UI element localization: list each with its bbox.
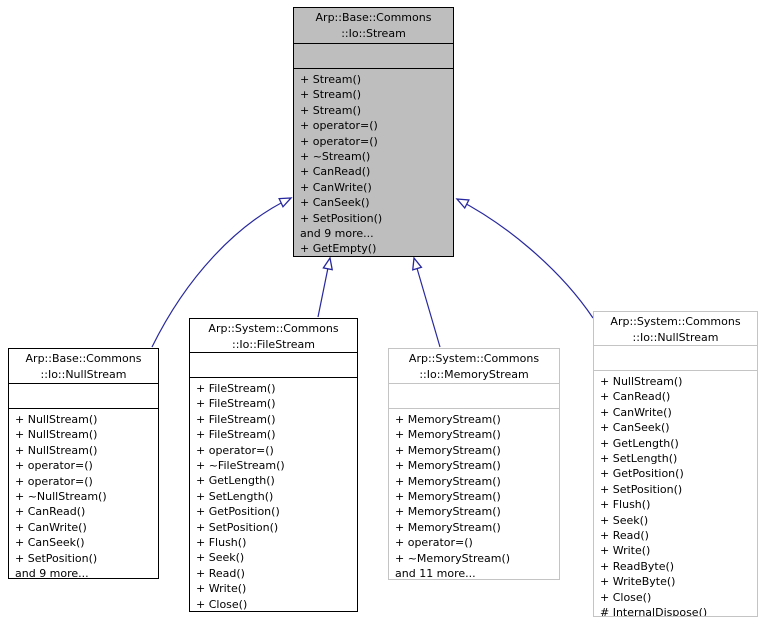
method-line: + ~NullStream() [15, 490, 107, 504]
method-line: + Close() [600, 590, 652, 604]
class-methods: + FileStream()+ FileStream()+ FileStream… [190, 378, 357, 611]
method-line: + operator=() [300, 119, 378, 133]
method-line: + WriteByte() [600, 575, 676, 589]
method-line: + Flush() [196, 536, 247, 550]
class-node-stream[interactable]: Arp::Base::Commons ::Io::Stream + Stream… [293, 7, 454, 257]
inheritance-arrow-nullstream-system [455, 198, 594, 319]
class-title: Arp::System::Commons ::Io::MemoryStream [389, 349, 559, 384]
method-line: + SetPosition() [600, 482, 683, 496]
method-line: + Read() [600, 529, 649, 543]
method-line: + ~MemoryStream() [395, 551, 511, 565]
method-line: + FileStream() [196, 428, 276, 442]
method-line: + Stream() [300, 103, 362, 117]
class-methods: + NullStream()+ NullStream()+ NullStream… [9, 409, 158, 579]
method-line: + SetLength() [600, 452, 678, 466]
method-line: + MemoryStream() [395, 474, 501, 488]
inheritance-arrow-filestream [317, 256, 334, 318]
method-line: + CanSeek() [300, 196, 370, 210]
class-title: Arp::System::Commons ::Io::FileStream [190, 319, 357, 353]
method-line: + Read() [196, 566, 245, 580]
method-line: + CanRead() [300, 165, 371, 179]
method-line: + Seek() [196, 551, 245, 565]
method-line: + MemoryStream() [395, 520, 501, 534]
inheritance-arrow-memorystream [412, 256, 441, 348]
method-line: + SetLength() [196, 489, 274, 503]
method-line: + NullStream() [15, 413, 98, 426]
method-line: + MemoryStream() [395, 505, 501, 519]
class-title: Arp::Base::Commons ::Io::Stream [294, 8, 453, 44]
method-line: and 9 more... [300, 227, 374, 241]
method-line: + GetPosition() [196, 505, 280, 519]
method-line: + SetPosition() [15, 551, 98, 565]
method-line: + GetLength() [600, 436, 679, 450]
class-node-filestream[interactable]: Arp::System::Commons ::Io::FileStream + … [189, 318, 358, 612]
method-line: + SetPosition() [196, 520, 279, 534]
method-line: and 9 more... [15, 567, 89, 579]
inheritance-arrow-nullstream-base [151, 197, 293, 348]
class-methods: + Stream()+ Stream()+ Stream()+ operator… [294, 69, 453, 256]
method-line: + Write() [600, 544, 651, 558]
class-attributes-empty [389, 384, 559, 409]
method-line: + CanRead() [600, 390, 671, 404]
class-methods: + NullStream() + CanRead()+ CanWrite() + C… [594, 371, 757, 617]
method-line: + operator=() [15, 474, 93, 488]
method-line: + ReadByte() [600, 559, 675, 573]
method-line: + FileStream() [196, 382, 276, 395]
method-line: + Stream() [300, 88, 362, 102]
method-line: + CanRead() [15, 505, 86, 519]
method-line: + operator=() [395, 536, 473, 550]
class-methods: + MemoryStream()+ MemoryStream()+ Memory… [389, 409, 559, 580]
method-line: + Stream() [300, 73, 362, 86]
method-line: + CanWrite() [15, 520, 87, 534]
method-line: + CanSeek() [600, 421, 670, 435]
method-line: + GetEmpty() [300, 242, 377, 256]
method-line: + CanWrite() [300, 180, 372, 194]
method-line: + MemoryStream() [395, 490, 501, 504]
method-line: + NullStream() [15, 443, 98, 457]
method-line: + operator=() [196, 443, 274, 457]
class-title: Arp::System::Commons ::Io::NullStream [594, 312, 757, 346]
method-line: + GetPosition() [600, 467, 684, 481]
method-line: + MemoryStream() [395, 443, 501, 457]
method-line: + GetLength() [196, 474, 275, 488]
class-title: Arp::Base::Commons ::Io::NullStream [9, 349, 158, 384]
method-line: + MemoryStream() [395, 428, 501, 442]
class-attributes-empty [9, 384, 158, 409]
class-attributes-empty [190, 353, 357, 378]
method-line: + SetPosition() [300, 211, 383, 225]
method-line: + Write() [196, 582, 247, 596]
method-line: + Flush() [600, 498, 651, 512]
method-line: + MemoryStream() [395, 413, 501, 426]
class-attributes-empty [594, 346, 757, 371]
class-node-memorystream[interactable]: Arp::System::Commons ::Io::MemoryStream … [388, 348, 560, 580]
method-line: + CanSeek() [15, 536, 85, 550]
method-line: + Close() [196, 597, 248, 611]
method-line: + FileStream() [196, 397, 276, 411]
method-line: + NullStream() [600, 375, 683, 388]
method-line: + NullStream() [15, 428, 98, 442]
method-line: + Seek() [600, 513, 649, 527]
method-line: + ~Stream() [300, 150, 371, 164]
method-line: + FileStream() [196, 412, 276, 426]
method-line: # InternalDispose() [600, 606, 708, 617]
class-node-nullstream-base[interactable]: Arp::Base::Commons ::Io::NullStream + Nu… [8, 348, 159, 579]
method-line: + ~FileStream() [196, 459, 285, 473]
class-attributes-empty [294, 44, 453, 69]
method-line: + operator=() [300, 134, 378, 148]
method-line: + MemoryStream() [395, 459, 501, 473]
class-node-nullstream-system[interactable]: Arp::System::Commons ::Io::NullStream + … [593, 311, 758, 617]
method-line: + CanWrite() [600, 405, 672, 419]
method-line: and 11 more... [395, 567, 476, 580]
method-line: + operator=() [15, 459, 93, 473]
